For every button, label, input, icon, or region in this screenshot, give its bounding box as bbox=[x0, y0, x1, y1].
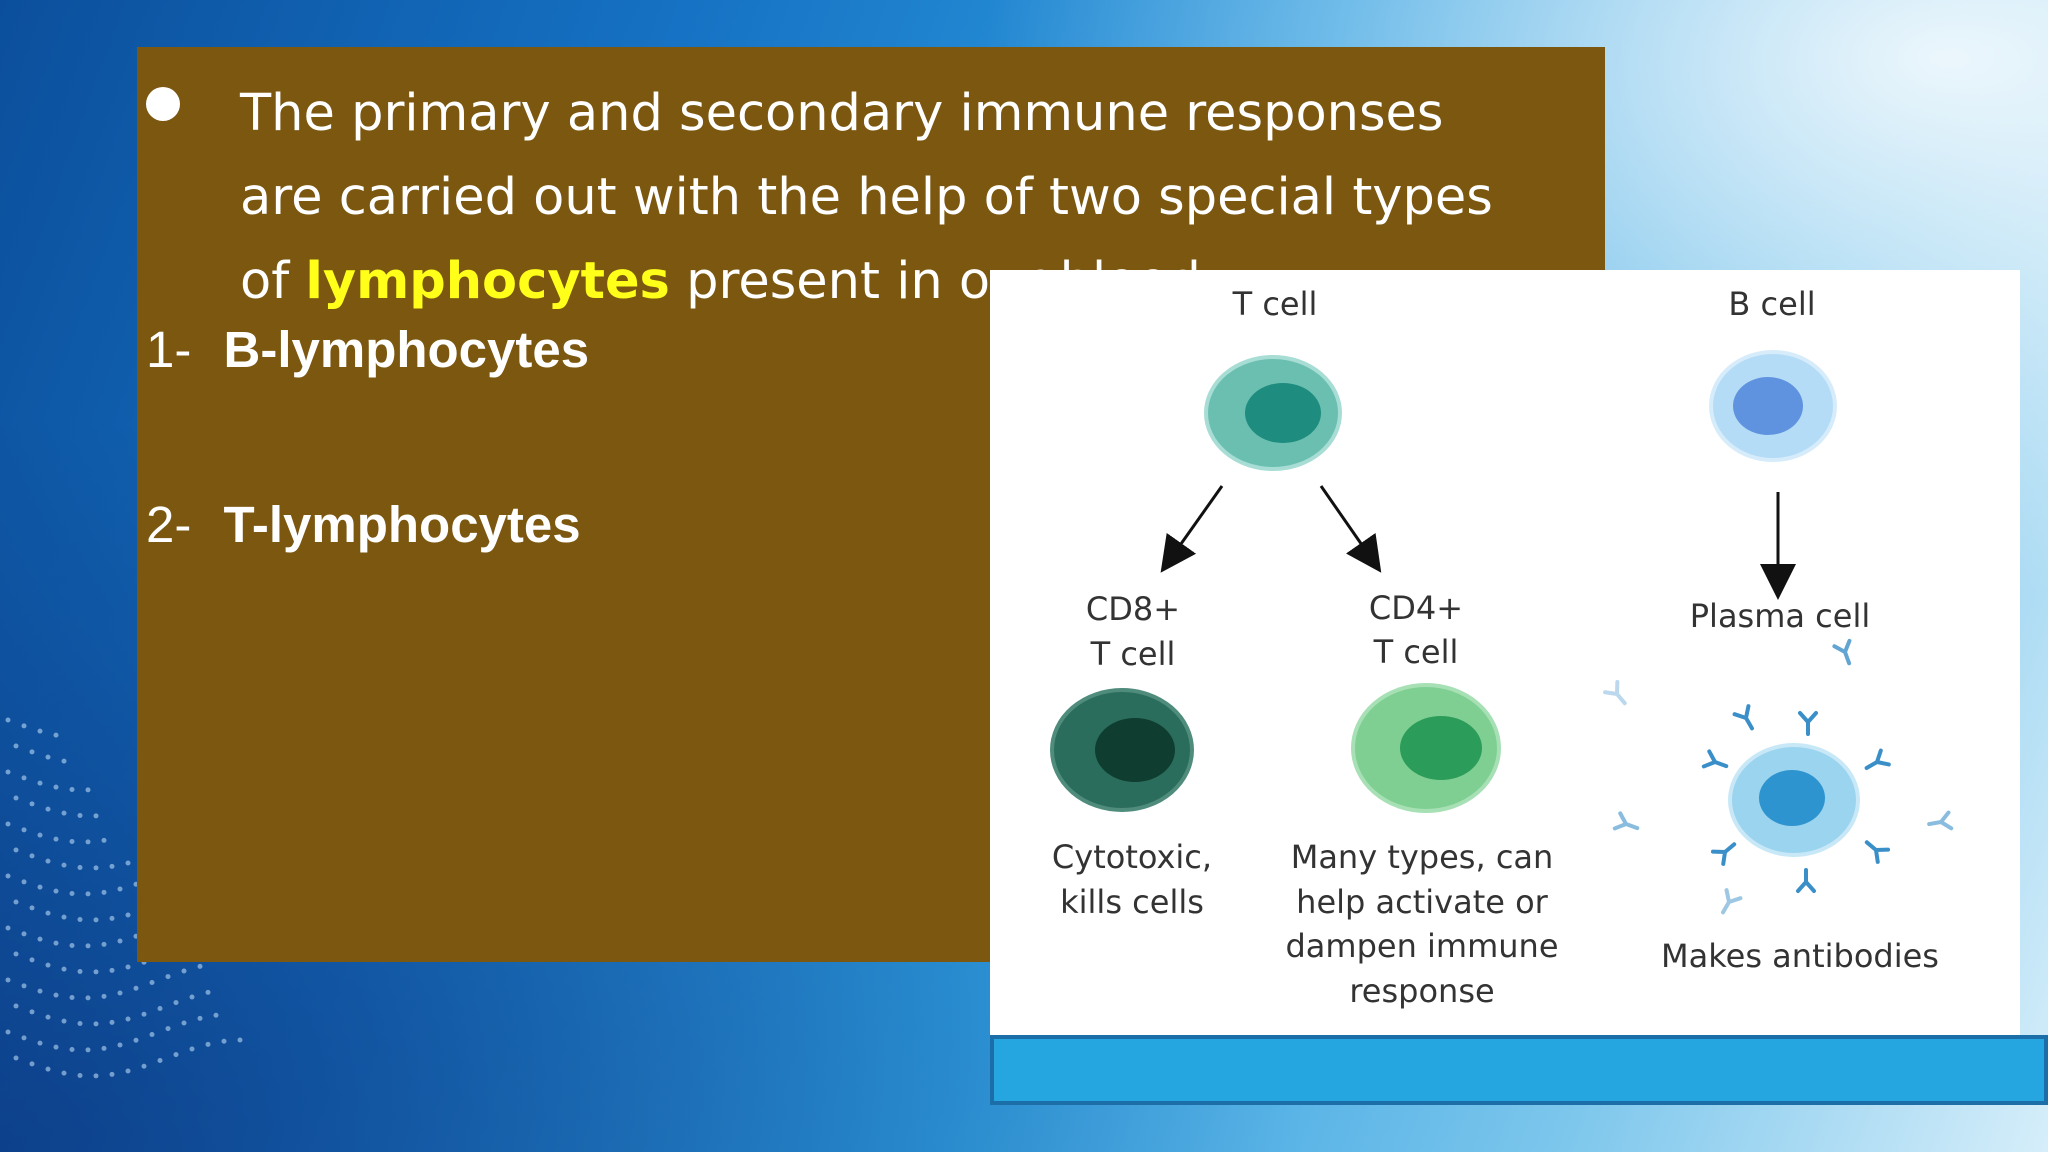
plasma-desc: Makes antibodies bbox=[1661, 937, 1939, 975]
list-number: 2- bbox=[146, 496, 192, 553]
cd4-desc-line2: help activate or bbox=[1296, 883, 1549, 921]
cd4-label-line2: T cell bbox=[1373, 633, 1459, 671]
plasma-cell-icon bbox=[1603, 638, 1954, 919]
list-item-b-lymphocytes: 1- B-lymphocytes bbox=[146, 320, 589, 379]
decorative-dot-pattern bbox=[5, 717, 243, 1079]
t-cell-label: T cell bbox=[1232, 285, 1318, 323]
cd4-cell-icon bbox=[1351, 683, 1501, 813]
b-cell-label: B cell bbox=[1728, 285, 1815, 323]
cd4-desc-line1: Many types, can bbox=[1291, 838, 1554, 876]
bullet-highlight-word: lymphocytes bbox=[305, 252, 670, 311]
arrow-to-cd4 bbox=[1319, 485, 1382, 573]
cd8-label-line2: T cell bbox=[1090, 635, 1176, 673]
t-cell-icon bbox=[1204, 355, 1342, 471]
cd8-label-line1: CD8+ bbox=[1086, 590, 1180, 628]
list-term: B-lymphocytes bbox=[223, 321, 590, 378]
bullet-icon bbox=[146, 87, 180, 121]
cd8-desc-line1: Cytotoxic, bbox=[1052, 838, 1212, 876]
cd8-desc-line2: kills cells bbox=[1060, 883, 1204, 921]
cd4-desc-line4: response bbox=[1349, 972, 1494, 1010]
cd4-label-line1: CD4+ bbox=[1369, 589, 1463, 627]
b-cell-icon bbox=[1709, 350, 1837, 462]
caption-strip bbox=[990, 1035, 2048, 1105]
lymphocyte-diagram: T cell B cell CD8+ T cell CD4+ T cell Pl… bbox=[990, 270, 2020, 1035]
arrow-to-cd8 bbox=[1160, 485, 1224, 573]
list-number: 1- bbox=[146, 321, 192, 378]
bullet-paragraph: The primary and secondary immune respons… bbox=[240, 72, 1540, 324]
plasma-label: Plasma cell bbox=[1690, 597, 1870, 635]
list-term: T-lymphocytes bbox=[223, 496, 581, 553]
list-item-t-lymphocytes: 2- T-lymphocytes bbox=[146, 495, 581, 554]
cd8-cell-icon bbox=[1050, 688, 1194, 812]
bullet-text-before: The primary and secondary immune respons… bbox=[240, 84, 1493, 311]
cd4-desc-line3: dampen immune bbox=[1285, 927, 1558, 965]
